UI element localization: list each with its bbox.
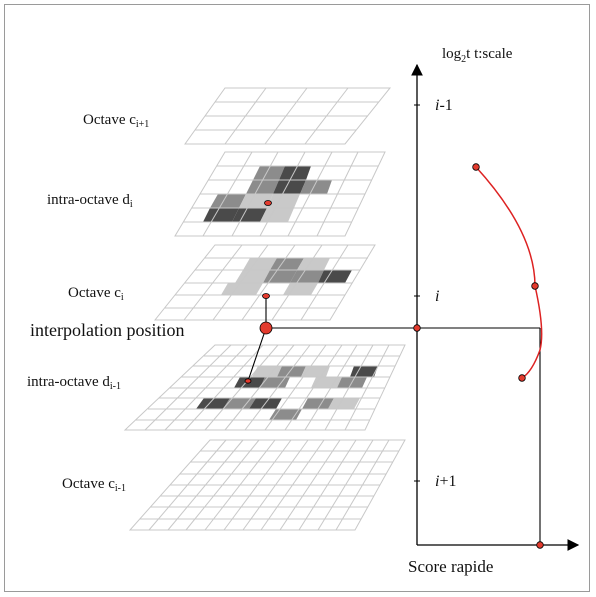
points [244, 163, 544, 549]
score-curve [475, 166, 543, 379]
x-axis-title: Score rapide [408, 557, 493, 576]
label-octave-ci-plus-1: Octave ci+1 [83, 112, 149, 130]
grid-octave-ci [153, 244, 376, 321]
tick-label-i: i [435, 288, 439, 305]
interpolation-position-label: interpolation position [30, 320, 185, 340]
point-ci [262, 293, 270, 299]
y-axis-title: log2t t:scale [442, 46, 513, 65]
point-di-minus-1 [244, 378, 252, 384]
point-curve-mid [531, 282, 539, 290]
label-intra-octave-di-minus-1: intra-octave di-1 [27, 374, 121, 392]
grid-intra-octave-di [174, 151, 386, 237]
tick-label-i-minus-1: i-1 [435, 97, 453, 114]
label-octave-ci: Octave ci [68, 285, 124, 303]
point-interpolation [259, 321, 273, 335]
tick-label-i-plus-1: i+1 [435, 473, 456, 490]
grid-octave-ci-plus-1 [184, 87, 392, 145]
point-curve-bottom [518, 374, 526, 382]
grid-intra-octave-di-minus-1 [123, 344, 406, 431]
grid-octave-ci-minus-1 [128, 439, 406, 531]
interpolation-connectors [247, 296, 541, 545]
axes [411, 63, 580, 551]
label-octave-ci-minus-1: Octave ci-1 [62, 476, 126, 494]
point-di [264, 200, 272, 206]
point-axis-i [413, 324, 421, 332]
point-score-axis [536, 541, 544, 549]
label-intra-octave-di: intra-octave di [47, 192, 133, 210]
point-curve-top [472, 163, 480, 171]
